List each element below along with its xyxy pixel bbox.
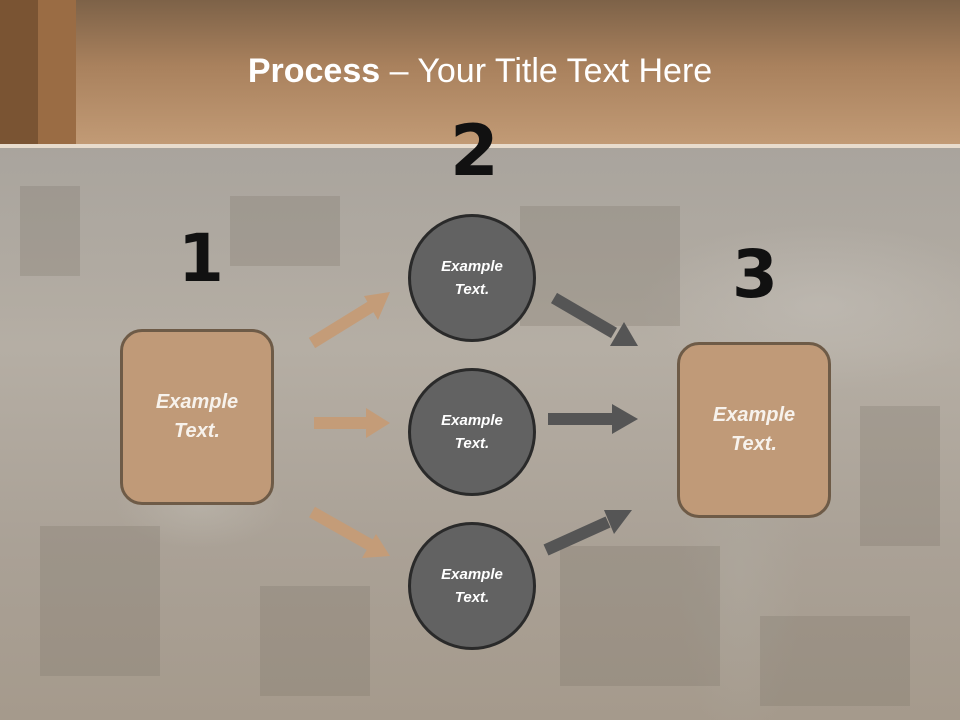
- right-box-line1: Example: [712, 404, 796, 426]
- circle-line2: Text.: [454, 435, 490, 452]
- header-accent-bar: [38, 0, 76, 146]
- dark-arrow-mid: [548, 404, 638, 434]
- tan-arrow-down: [309, 506, 390, 558]
- dark-arrow-down: [550, 292, 638, 346]
- header-band: Process – Your Title Text Here: [0, 0, 960, 146]
- header-divider: [0, 144, 960, 148]
- step-number-2: 2: [450, 110, 499, 192]
- header-accent-bar: [0, 0, 38, 146]
- title-bold: Process: [247, 52, 381, 90]
- circle-line1: Example: [441, 412, 503, 429]
- circle-line2: Text.: [454, 281, 490, 298]
- step-number-3: 3: [732, 236, 778, 313]
- circle-line1: Example: [441, 566, 503, 583]
- left-box-line2: Text.: [174, 420, 220, 442]
- right-box-line2: Text.: [731, 433, 777, 455]
- title-rest: – Your Title Text Here: [380, 52, 713, 90]
- tan-arrow-mid: [314, 408, 390, 438]
- step-number-1: 1: [178, 220, 224, 297]
- left-box-line1: Example: [155, 391, 239, 413]
- tan-arrow-up: [308, 292, 390, 349]
- dark-arrow-up: [543, 510, 632, 556]
- slide-title: Process – Your Title Text Here: [0, 52, 960, 91]
- circle-line2: Text.: [454, 589, 490, 606]
- circle-line1: Example: [441, 258, 503, 275]
